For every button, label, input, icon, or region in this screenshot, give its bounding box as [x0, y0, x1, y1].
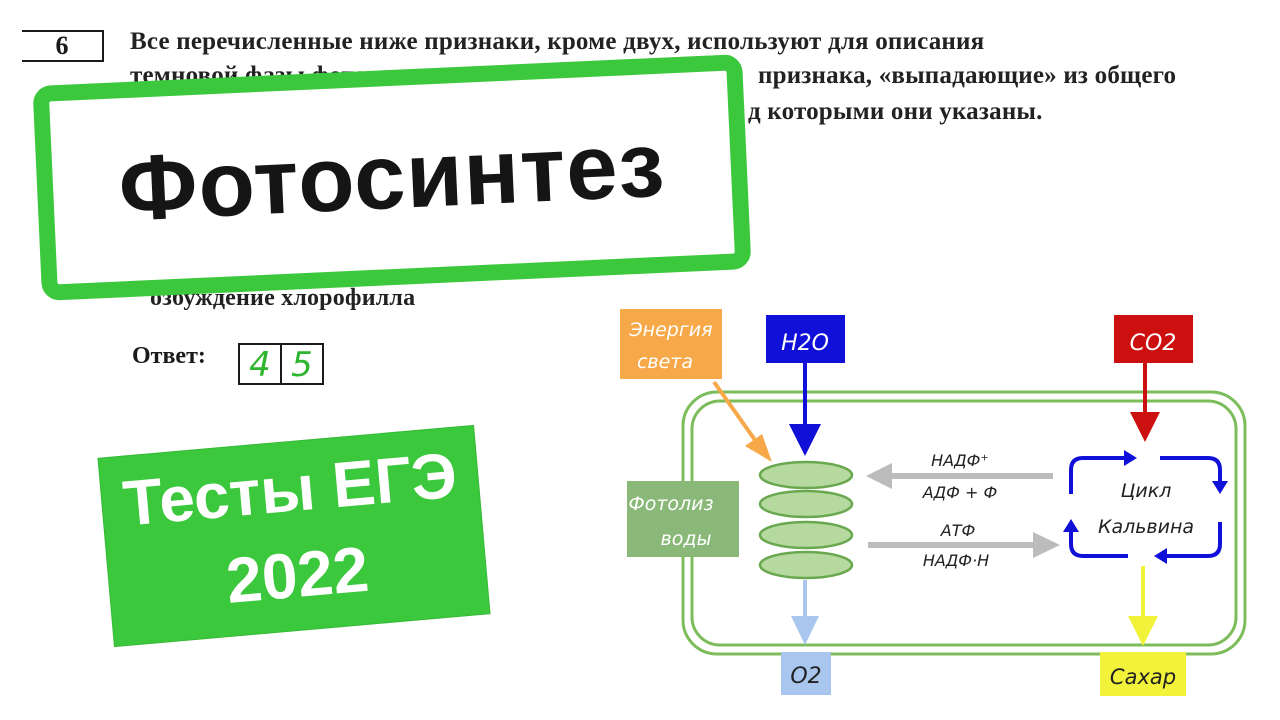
return-arrow	[866, 463, 1053, 489]
sugar-box: Сахар	[1100, 652, 1186, 696]
water-box: H2O	[766, 315, 845, 363]
task-text-line-2-tail: признака, «выпадающие» из общего	[758, 62, 1177, 89]
task-number: 6	[22, 30, 104, 62]
light-energy-box: Энергия света	[620, 309, 722, 379]
co2-box: CO2	[1114, 315, 1193, 363]
calvin-arrowheads	[1063, 450, 1228, 564]
photolysis-label-1: Фотолиз	[628, 493, 713, 515]
oxygen-arrow	[791, 580, 819, 645]
thylakoid-disc	[758, 550, 854, 580]
answer-digit-2: 5	[280, 343, 324, 385]
nadph-label: НАДФ·Н	[923, 551, 989, 570]
cycle-arrow-bottom-left	[1069, 530, 1128, 558]
nadp-label: НАДФ⁺	[931, 451, 989, 470]
oxygen-label: O2	[790, 664, 821, 689]
calvin-cycle	[1069, 456, 1222, 558]
light-energy-label-1: Энергия	[628, 319, 712, 341]
light-energy-label-2: света	[637, 351, 693, 373]
atp-label: АТФ	[940, 521, 976, 540]
task-text-line-1: Все перечисленные ниже признаки, кроме д…	[130, 28, 985, 55]
calvin-label-1: Цикл	[1121, 480, 1172, 502]
task-text-line-3-tail: д которыми они указаны.	[748, 98, 1043, 125]
light-arrow	[712, 380, 772, 462]
co2-arrow	[1130, 363, 1160, 442]
photolysis-box: Фотолиз воды	[627, 481, 739, 557]
calvin-label-2: Кальвина	[1098, 516, 1194, 538]
photolysis-label-2: воды	[661, 528, 712, 550]
forward-arrow	[868, 532, 1060, 558]
sugar-arrow	[1128, 566, 1158, 646]
thylakoid-disc	[758, 460, 854, 490]
thylakoid-stack	[758, 460, 854, 580]
cycle-arrow-top-left	[1069, 456, 1128, 494]
thylakoid-disc	[758, 489, 854, 519]
cycle-arrow-bottom-right	[1164, 522, 1222, 558]
oxygen-box: O2	[781, 652, 831, 695]
water-arrow	[789, 363, 821, 456]
adp-label: АДФ + Ф	[922, 483, 998, 502]
answer-boxes: 4 5	[238, 343, 324, 385]
cycle-arrow-top-right	[1160, 456, 1222, 484]
sugar-label: Сахар	[1110, 665, 1176, 689]
co2-label: CO2	[1130, 331, 1177, 356]
answer-label: Ответ:	[132, 343, 206, 369]
thylakoid-disc	[758, 520, 854, 550]
water-label: H2O	[781, 331, 829, 356]
